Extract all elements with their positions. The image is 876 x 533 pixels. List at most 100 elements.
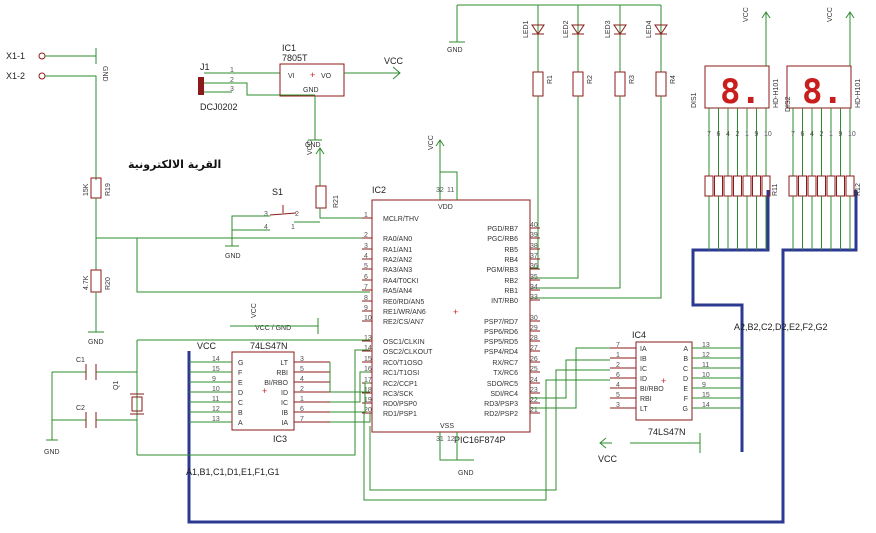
- svg-text:7805T: 7805T: [282, 53, 308, 63]
- display-pin-num: 10: [764, 131, 772, 138]
- ic3-pin-num: 11: [212, 396, 219, 403]
- ic3-pin-label: C: [238, 400, 243, 407]
- svg-text:Q1: Q1: [113, 381, 120, 390]
- svg-text:74LS47N: 74LS47N: [648, 427, 686, 437]
- ic2-pin-label: RC0/T1OSO: [383, 360, 423, 367]
- segment-resistor: [742, 175, 752, 197]
- ic4-pin-label: D: [683, 376, 688, 383]
- ic3-pin-label: BI/RBO: [264, 380, 288, 387]
- ic3-pin-num: 12: [212, 406, 220, 413]
- ic4-pin-label: RBI: [640, 396, 652, 403]
- ic2-pin-label: RB1: [504, 288, 518, 295]
- display-2: 8. DIS2 HD-H101: [785, 65, 862, 112]
- ic2-pin-num: 24: [530, 377, 538, 384]
- svg-text:+: +: [310, 70, 315, 80]
- svg-text:S1: S1: [272, 187, 283, 197]
- ic2-pin-num: 40: [530, 222, 538, 229]
- svg-text:4.7K: 4.7K: [83, 275, 90, 290]
- svg-text:HD-H101: HD-H101: [773, 79, 780, 108]
- svg-text:2: 2: [230, 77, 234, 84]
- svg-text:R3: R3: [629, 75, 636, 84]
- display-pin-num: 7: [707, 131, 711, 138]
- ic2-pin-label: OSC2/CLKOUT: [383, 349, 433, 356]
- ic3-pin-label: RBI: [276, 370, 288, 377]
- svg-text:DIS1: DIS1: [691, 92, 698, 108]
- display-pin-num: 6: [801, 131, 805, 138]
- svg-text:R11: R11: [772, 184, 779, 196]
- ic2-pin-label: PSP7/RD7: [484, 319, 518, 326]
- ic2-pin-num: 9: [364, 305, 368, 312]
- svg-text:R19: R19: [105, 183, 112, 196]
- ic2-pin-num: 8: [364, 295, 368, 302]
- ic2-pin-num: 34: [530, 284, 538, 291]
- bus-left: [187, 190, 858, 524]
- ic4-pins: 7IA1IB2IC6ID4BI/RBO5RBI3LT13A12B11C10D9E…: [610, 342, 742, 413]
- ic3-pin-num: 4: [300, 376, 304, 383]
- ic2-pin-label: INT/RB0: [491, 298, 518, 305]
- ic2-pin-num: 33: [530, 294, 538, 301]
- svg-text:VCC: VCC: [827, 7, 834, 22]
- ic2-pin-num: 21: [530, 407, 538, 414]
- r20-resistor: 4.7K R20: [83, 269, 112, 293]
- ic4-pin-num: 4: [616, 382, 620, 389]
- ic4-pin-num: 9: [702, 382, 706, 389]
- x1-connectors: X1-1 X1-2 GND: [6, 48, 108, 180]
- ic3-pin-label: F: [238, 370, 242, 377]
- display-pin-num: 1: [745, 131, 749, 138]
- svg-text:VDD: VDD: [438, 204, 453, 211]
- ic3-pin-num: 14: [212, 356, 220, 363]
- segment-resistor: [752, 175, 761, 197]
- svg-text:8.: 8.: [720, 72, 761, 112]
- ic2-pin-label: PSP5/RD5: [484, 339, 518, 346]
- ic3-pin-num: 6: [300, 406, 304, 413]
- ic2-pin-num: 37: [530, 253, 538, 260]
- ic2-pin-label: RE1/WR/AN6: [383, 309, 426, 316]
- svg-text:12: 12: [447, 436, 455, 443]
- ic3-pin-num: 15: [212, 366, 220, 373]
- svg-text:1: 1: [230, 67, 234, 74]
- segment-resistor: [817, 175, 826, 197]
- svg-text:R12: R12: [855, 183, 862, 196]
- svg-text:A2,B2,C2,D2,E2,F2,G2: A2,B2,C2,D2,E2,F2,G2: [734, 322, 828, 332]
- ic4-pin-num: 10: [702, 372, 710, 379]
- svg-text:VCC: VCC: [428, 135, 435, 150]
- svg-text:LED1: LED1: [523, 20, 530, 38]
- ic2-pin-num: 14: [364, 345, 372, 352]
- segment-resistor: [704, 175, 714, 197]
- segment-resistor: [807, 175, 817, 197]
- ic2-pin-label: PSP4/RD4: [484, 349, 518, 356]
- ic2-pin-num: 38: [530, 243, 538, 250]
- ic2-pin-label: RE0/RD/AN5: [383, 299, 424, 306]
- ic3-pin-label: E: [238, 380, 243, 387]
- ic4-pin-num: 6: [616, 372, 620, 379]
- ic3-decoder: IC3 74LS47N VCC / GND VCC +: [231, 303, 295, 444]
- ic3-pin-label: A: [238, 420, 243, 427]
- svg-text:VI: VI: [288, 73, 295, 80]
- ic3-pin-label: IC: [281, 400, 288, 407]
- ic2-pin-label: RA2/AN2: [383, 257, 412, 264]
- display-1: 8. DIS1 HD-H101: [691, 65, 780, 112]
- arabic-title: القرية الالكترونية: [128, 158, 221, 171]
- display-pin-num: 9: [755, 131, 759, 138]
- svg-text:C2: C2: [76, 405, 85, 412]
- led-row: LED1 LED2 LED3 LED4 R1 R2 R3 R4: [523, 5, 677, 97]
- ic2-pin-label: RC3/SCK: [383, 391, 414, 398]
- ic4-pin-label: A: [683, 346, 688, 353]
- ic2-pin-label: RA0/AN0: [383, 236, 412, 243]
- svg-text:2: 2: [295, 211, 299, 218]
- svg-text:LED2: LED2: [563, 20, 570, 38]
- svg-text:HD-H101: HD-H101: [855, 79, 862, 108]
- ic2-pin-label: RA3/AN3: [383, 267, 412, 274]
- svg-text:VSS: VSS: [440, 423, 454, 430]
- ic4-pin-label: G: [683, 406, 688, 413]
- ic3-pin-label: D: [238, 390, 243, 397]
- ic4-pin-num: 3: [616, 402, 620, 409]
- ic2-pin-num: 27: [530, 345, 538, 352]
- svg-text:GND: GND: [447, 47, 463, 54]
- ic2-pin-label: RA1/AN1: [383, 247, 412, 254]
- svg-text:VCC: VCC: [743, 7, 750, 22]
- segment-resistor: [723, 175, 733, 197]
- ic2-pin-label: RD3/PSP3: [484, 401, 518, 408]
